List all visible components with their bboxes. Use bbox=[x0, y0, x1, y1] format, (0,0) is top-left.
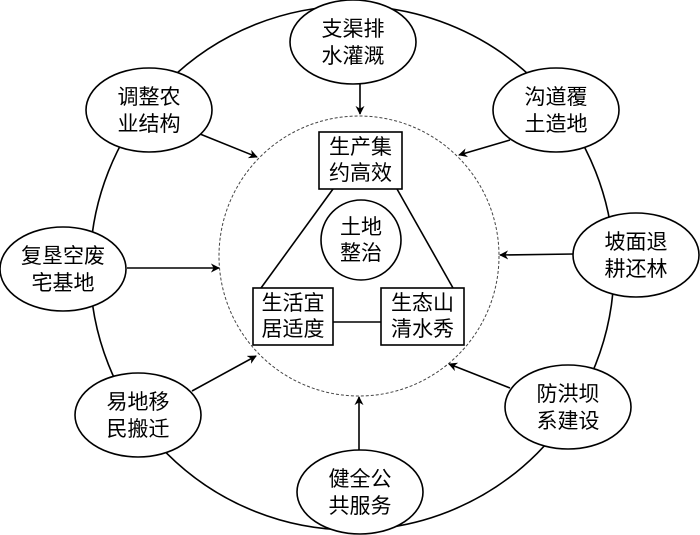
inner-dashed-circle bbox=[218, 115, 500, 397]
arrow-slope bbox=[499, 250, 575, 260]
center-label-line2: 整治 bbox=[340, 241, 382, 265]
measure-homestead-line1: 复垦空废 bbox=[21, 244, 105, 268]
measure-slope-line1: 坡面退 bbox=[605, 230, 668, 254]
measure-dam-line1: 防洪坝 bbox=[537, 382, 600, 406]
measure-slope: 坡面退 耕还林 bbox=[572, 212, 700, 298]
goal-living-line1: 生活宜 bbox=[262, 291, 325, 315]
link-production-living bbox=[260, 188, 334, 289]
measure-relocation-line1: 易地移 bbox=[107, 390, 170, 414]
measure-gully-line1: 沟道覆 bbox=[525, 85, 588, 109]
center-label-line1: 土地 bbox=[340, 215, 382, 239]
measure-agriculture: 调整农 业结构 bbox=[85, 67, 213, 153]
measure-gully-line2: 土造地 bbox=[525, 112, 588, 136]
goal-production: 生产集 约高效 bbox=[318, 131, 403, 190]
measure-relocation-line2: 民搬迁 bbox=[107, 417, 170, 441]
measure-irrigation: 支渠排 水灌溉 bbox=[289, 0, 417, 85]
goal-ecology-line1: 生态山 bbox=[391, 291, 454, 315]
goal-ecology: 生态山 清水秀 bbox=[380, 287, 465, 346]
arrow-agriculture bbox=[199, 133, 258, 159]
measure-homestead: 复垦空废 宅基地 bbox=[0, 226, 127, 312]
goal-production-line1: 生产集 bbox=[329, 135, 392, 159]
measure-agriculture-line2: 业结构 bbox=[118, 112, 181, 136]
measure-homestead-line2: 宅基地 bbox=[32, 271, 95, 295]
arrow-dam bbox=[448, 362, 511, 389]
measure-dam: 防洪坝 系建设 bbox=[504, 364, 632, 450]
measure-agriculture-line1: 调整农 bbox=[118, 85, 181, 109]
measure-slope-line2: 耕还林 bbox=[605, 257, 668, 281]
arrow-gully bbox=[458, 139, 511, 158]
goal-living-line2: 居适度 bbox=[262, 317, 325, 341]
goal-production-line2: 约高效 bbox=[329, 161, 392, 185]
measure-gully: 沟道覆 土造地 bbox=[492, 67, 620, 153]
goal-ecology-line2: 清水秀 bbox=[391, 317, 454, 341]
arrow-relocation bbox=[191, 355, 257, 392]
measure-relocation: 易地移 民搬迁 bbox=[74, 372, 202, 458]
measure-public-service-line2: 共服务 bbox=[329, 494, 392, 518]
goal-living: 生活宜 居适度 bbox=[252, 287, 334, 346]
measure-dam-line2: 系建设 bbox=[537, 409, 600, 433]
measure-public-service: 健全公 共服务 bbox=[296, 449, 424, 535]
center-node: 土地 整治 bbox=[320, 199, 402, 281]
measure-irrigation-line2: 水灌溉 bbox=[322, 44, 385, 68]
measure-public-service-line1: 健全公 bbox=[329, 467, 392, 491]
link-production-ecology bbox=[396, 188, 454, 289]
measure-irrigation-line1: 支渠排 bbox=[322, 17, 385, 41]
